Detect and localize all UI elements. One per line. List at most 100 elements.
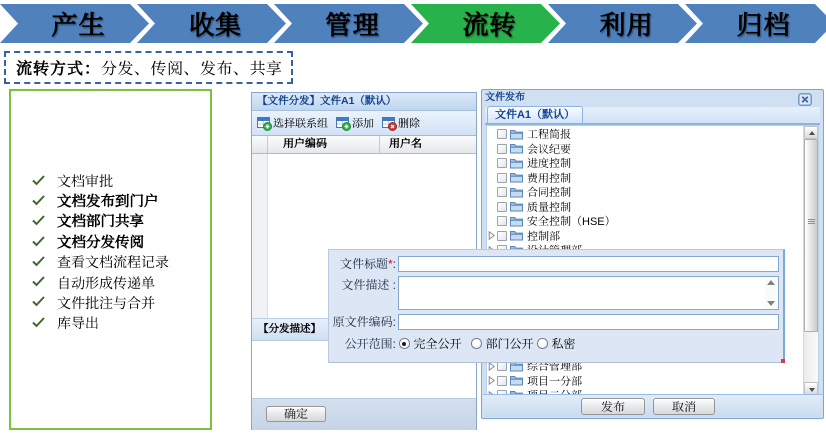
tree-item-checkbox[interactable] (497, 187, 507, 198)
tree-item-label: 进度控制 (527, 158, 571, 171)
process-stage-label: 收集 (188, 5, 243, 42)
user-table-header: 用户编码 用户名 (252, 136, 476, 154)
expand-arrow-icon[interactable] (488, 376, 495, 386)
tree-item[interactable]: 进度控制 (488, 156, 802, 171)
tree-scrollbar[interactable] (803, 126, 818, 395)
publish-window-titlebar: 文件发布 (482, 90, 823, 107)
expand-arrow-icon[interactable] (488, 231, 495, 241)
radio-private[interactable]: 私密 (537, 335, 576, 352)
grid-add-icon (336, 116, 351, 131)
radio-fully-public[interactable]: 完全公开 (399, 335, 462, 352)
tree-item-checkbox[interactable] (497, 390, 507, 395)
radio-circle-icon[interactable] (471, 338, 482, 349)
tree-item[interactable]: 质量控制 (488, 200, 802, 215)
flow-note-title: 流转方式： (16, 61, 101, 78)
tree-item-checkbox[interactable] (497, 375, 507, 386)
radio-option-label: 私密 (551, 337, 576, 351)
feature-item: 文档部门共享 (11, 211, 210, 231)
tree-item[interactable]: 会议纪要 (488, 142, 802, 157)
cancel-button[interactable]: 取消 (653, 398, 715, 415)
tree-item-label: 安全控制（HSE） (527, 216, 616, 229)
tree-item-checkbox[interactable] (497, 158, 507, 169)
publish-tab-strip: 文件A1（默认） (485, 106, 820, 125)
add-button[interactable]: 添加 (334, 114, 376, 132)
close-button[interactable] (798, 93, 812, 106)
tab-label: 文件A1（默认） (494, 109, 576, 121)
folder-icon (510, 144, 523, 154)
publish-window-title: 文件发布 (485, 92, 525, 103)
tree-item-checkbox[interactable] (497, 172, 507, 183)
column-header-user-name[interactable]: 用户名 (389, 138, 422, 150)
tree-item[interactable]: 费用控制 (488, 171, 802, 186)
process-stage-label: 流转 (462, 5, 517, 42)
check-mark-icon (32, 276, 45, 287)
radio-department-public[interactable]: 部门公开 (471, 335, 534, 352)
table-gutter-column (252, 154, 268, 318)
toolbar-button-label: 添加 (352, 118, 374, 130)
tree-item-label: 项目一分部 (527, 375, 582, 388)
delete-button[interactable]: 删除 (380, 114, 422, 132)
feature-item: 文档审批 (11, 170, 210, 190)
tree-item[interactable]: 控制部 (488, 229, 802, 244)
scrollbar-thumb[interactable] (804, 139, 818, 332)
original-code-input[interactable] (398, 314, 779, 330)
title-field-label-text: 文件标题 (339, 257, 388, 271)
folder-icon (510, 202, 523, 212)
scope-field-label: 公开范围: (329, 336, 396, 352)
tree-item[interactable]: 工程简报 (488, 127, 802, 142)
feature-item-label: 查看文档流程记录 (57, 254, 169, 271)
label-colon: : (392, 278, 396, 292)
title-input[interactable] (398, 256, 779, 272)
tree-item[interactable]: 合同控制 (488, 185, 802, 200)
feature-item: 库导出 (11, 312, 210, 332)
feature-item: 自动形成传递单 (11, 271, 210, 291)
confirm-button[interactable]: 确定 (266, 406, 326, 422)
tree-item-label: 质量控制 (527, 201, 571, 214)
feature-list-panel: 文档审批 文档发布到门户 文档部门共享 文档分发传阅 查看文档流程记录 自动形成… (9, 89, 212, 430)
column-header-user-code[interactable]: 用户编码 (268, 136, 380, 153)
publish-button[interactable]: 发布 (581, 398, 645, 415)
dialog-resize-grip[interactable] (781, 359, 785, 363)
tree-item-checkbox[interactable] (497, 201, 507, 212)
check-mark-icon (32, 195, 45, 206)
feature-item-label: 自动形成传递单 (57, 274, 155, 291)
folder-icon (510, 158, 523, 169)
scroll-up-icon[interactable] (804, 126, 818, 139)
expand-arrow-icon[interactable] (488, 361, 495, 371)
radio-circle-icon[interactable] (537, 338, 548, 349)
tab-file-a1[interactable]: 文件A1（默认） (487, 106, 583, 123)
title-field-label: 文件标题*: (329, 256, 396, 272)
distribute-description-label: 【分发描述】 (258, 323, 321, 335)
original-code-field-label: 原文件编码: (329, 314, 396, 330)
feature-item: 文档发布到门户 (11, 190, 210, 210)
tree-item[interactable]: 安全控制（HSE） (488, 214, 802, 229)
radio-circle-icon[interactable] (399, 338, 410, 349)
feature-item: 文件批注与合并 (11, 292, 210, 312)
description-textarea[interactable] (398, 276, 779, 310)
process-stage-0: 产生 (0, 4, 149, 43)
description-field-label: 文件描述 : (329, 277, 396, 293)
folder-icon (510, 173, 523, 183)
feature-item-label: 文档发布到门户 (57, 193, 159, 210)
textarea-scroll-down-icon[interactable] (767, 301, 775, 306)
scroll-down-icon[interactable] (804, 382, 818, 395)
tree-item-checkbox[interactable] (497, 143, 507, 154)
folder-icon (510, 216, 523, 227)
folder-icon (510, 187, 523, 198)
tree-item-checkbox[interactable] (497, 230, 507, 241)
scope-field-label-text: 公开范围 (344, 337, 393, 351)
textarea-scrollbar[interactable] (765, 277, 778, 309)
select-contact-group-button[interactable]: 选择联系组 (255, 114, 330, 132)
process-stage-label: 利用 (599, 5, 654, 42)
toolbar-button-label: 选择联系组 (273, 118, 328, 130)
tree-item[interactable]: 项目一分部 (488, 374, 802, 389)
original-code-field-label-text: 原文件编码 (332, 315, 393, 329)
tree-item-checkbox[interactable] (497, 129, 507, 140)
tree-item-checkbox[interactable] (497, 216, 507, 227)
tree-item-label: 工程简报 (527, 129, 571, 142)
tree-item[interactable]: 综合管理部 (488, 359, 802, 374)
textarea-scroll-up-icon[interactable] (767, 280, 775, 285)
process-stage-label: 管理 (325, 5, 380, 42)
check-mark-icon (32, 174, 45, 186)
